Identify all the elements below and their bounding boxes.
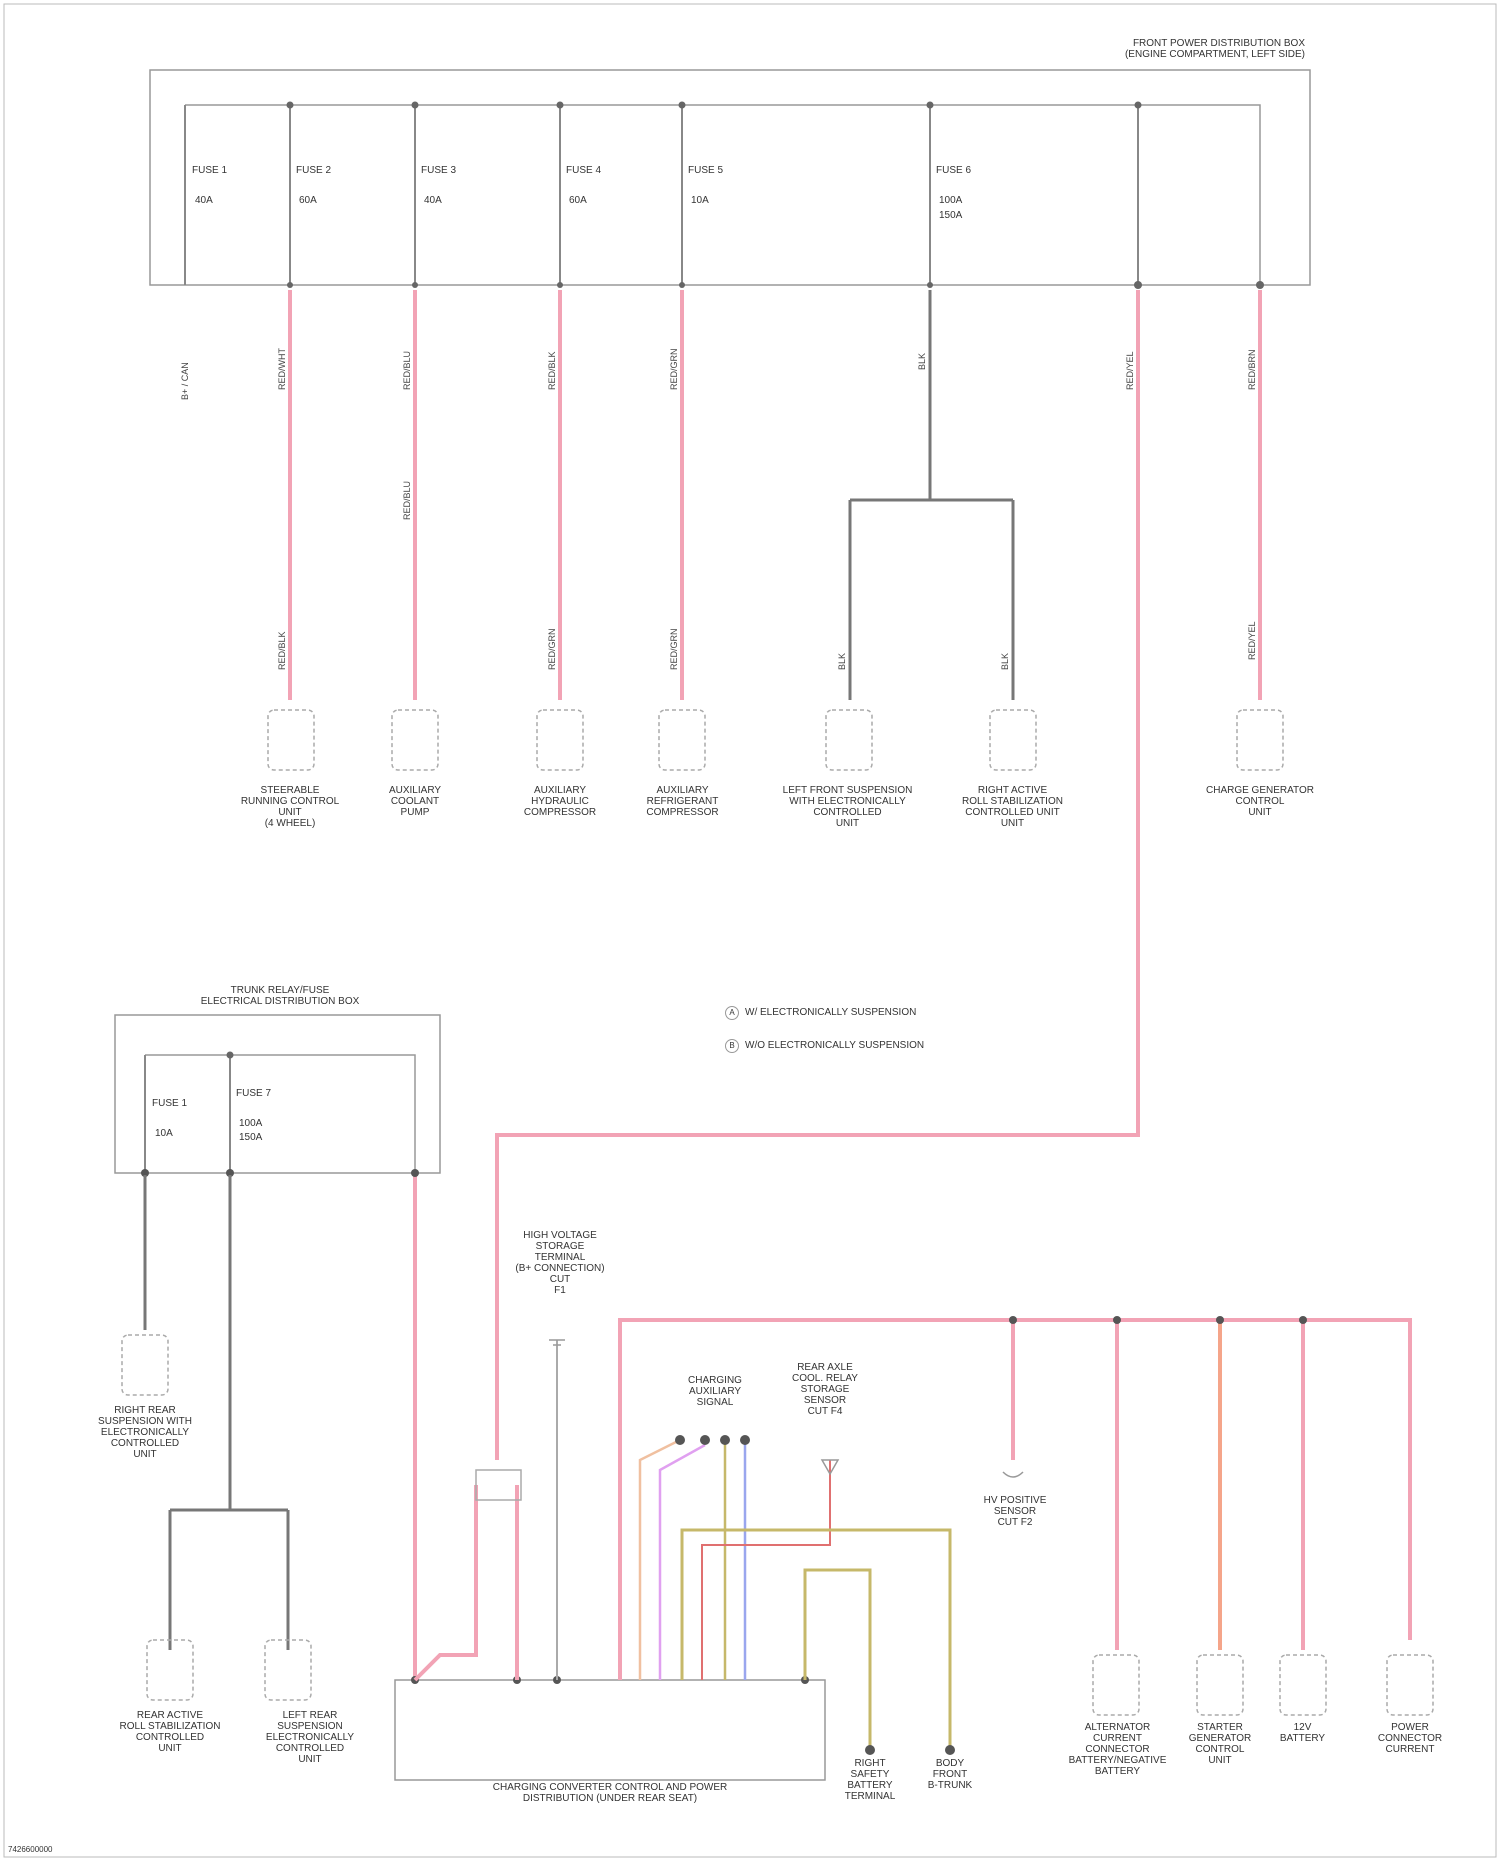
component-left-rear-suspension: LEFT REAR SUSPENSION ELECTRONICALLY CONT… [235, 1710, 385, 1765]
dcdc-module [395, 1676, 825, 1780]
front-ground-label: B+ / CAN [180, 362, 190, 400]
fuse-2-rating: 60A [299, 195, 317, 206]
fuse-6-rating-alt: 150A [939, 210, 962, 221]
page-border [4, 4, 1496, 1857]
wire-label-7: RED/BRN [1247, 349, 1257, 390]
legend-item-a: A W/ ELECTRONICALLY SUSPENSION [725, 995, 924, 1020]
label-12v-battery: 12V BATTERY [1265, 1722, 1340, 1744]
bottom-component-boxes [1093, 1655, 1433, 1715]
top-grey-wires [850, 290, 1013, 700]
fuse-4-rating: 60A [569, 195, 587, 206]
bottom-wires [415, 1320, 1410, 1750]
top-component-boxes [268, 710, 1283, 770]
label-body-front: BODY FRONT B-TRUNK [915, 1758, 985, 1791]
component-steerable-unit: STEERABLE RUNNING CONTROL UNIT (4 WHEEL) [220, 785, 360, 829]
wire-label-8: RED/BLK [277, 631, 287, 670]
component-charge-generator: CHARGE GENERATOR CONTROL UNIT [1185, 785, 1335, 818]
label-right-safety-terminal: RIGHT SAFETY BATTERY TERMINAL [835, 1758, 905, 1802]
rear-fuse-1-rating: 10A [155, 1128, 173, 1139]
wire-label-14: RED/YEL [1247, 621, 1257, 660]
legend-marker-a: A [725, 1006, 739, 1020]
wire-label-2: RED/BLU [402, 351, 412, 390]
component-aux-coolant-pump: AUXILIARY COOLANT PUMP [355, 785, 475, 818]
fuse-1-rating: 40A [195, 195, 213, 206]
rear-fuse-7-label: FUSE 7 [236, 1088, 271, 1099]
rear-fuse-1-label: FUSE 1 [152, 1098, 187, 1109]
component-right-roll-stabilization: RIGHT ACTIVE ROLL STABILIZATION CONTROLL… [925, 785, 1100, 829]
label-power-connector: POWER CONNECTOR CURRENT [1360, 1722, 1460, 1755]
legend: A W/ ELECTRONICALLY SUSPENSION B W/O ELECT… [725, 995, 924, 1053]
wire-label-6: RED/YEL [1125, 351, 1135, 390]
fuse-3-label: FUSE 3 [421, 165, 456, 176]
label-hv-positive-sensor: HV POSITIVE SENSOR CUT F2 [960, 1495, 1070, 1528]
legend-text-b: W/O ELECTRONICALLY SUSPENSION [745, 1040, 924, 1051]
wire-label-5: BLK [917, 353, 927, 370]
component-rear-roll-stabilization: REAR ACTIVE ROLL STABILIZATION CONTROLLE… [95, 1710, 245, 1754]
wire-label-13: BLK [1000, 653, 1010, 670]
wire-label-12: BLK [837, 653, 847, 670]
legend-text-a: W/ ELECTRONICALLY SUSPENSION [745, 1007, 916, 1018]
wire-label-11: RED/GRN [669, 628, 679, 670]
fuse-5-rating: 10A [691, 195, 709, 206]
wire-label-3: RED/BLK [547, 351, 557, 390]
rear-component-boxes [122, 1335, 311, 1700]
wire-label-4: RED/GRN [669, 348, 679, 390]
diagram-id: 7426600000 [8, 1844, 53, 1855]
fuse-1-label: FUSE 1 [192, 165, 227, 176]
front-box-title: FRONT POWER DISTRIBUTION BOX (ENGINE COM… [1000, 38, 1305, 60]
wire-label-10: RED/GRN [547, 628, 557, 670]
legend-item-b: B W/O ELECTRONICALLY SUSPENSION [725, 1028, 924, 1053]
component-aux-refrigerant: AUXILIARY REFRIGERANT COMPRESSOR [620, 785, 745, 818]
component-right-rear-suspension: RIGHT REAR SUSPENSION WITH ELECTRONICALL… [70, 1405, 220, 1460]
rear-distribution-box [115, 1015, 440, 1177]
component-aux-hydraulic: AUXILIARY HYDRAULIC COMPRESSOR [495, 785, 625, 818]
label-rear-axle-sensor: REAR AXLE COOL. RELAY STORAGE SENSOR CUT… [770, 1362, 880, 1417]
wire-label-9: RED/BLU [402, 481, 412, 520]
legend-marker-b: B [725, 1039, 739, 1053]
rear-fuse-7-rating: 100A [239, 1118, 262, 1129]
fuse-2-label: FUSE 2 [296, 165, 331, 176]
wire-label-1: RED/WHT [277, 348, 287, 390]
fuse-5-label: FUSE 5 [688, 165, 723, 176]
component-left-front-suspension: LEFT FRONT SUSPENSION WITH ELECTRONICALL… [755, 785, 940, 829]
front-distribution-box [150, 70, 1310, 289]
rear-box-title: TRUNK RELAY/FUSE ELECTRICAL DISTRIBUTION… [170, 985, 390, 1007]
label-alternator: ALTERNATOR CURRENT CONNECTOR BATTERY/NEG… [1055, 1722, 1180, 1777]
fuse-6-label: FUSE 6 [936, 165, 971, 176]
fuse-3-rating: 40A [424, 195, 442, 206]
top-feeder-wires [290, 290, 1260, 1680]
label-dcdc-module: CHARGING CONVERTER CONTROL AND POWER DIS… [420, 1782, 800, 1804]
label-hv-storage-terminal: HIGH VOLTAGE STORAGE TERMINAL (B+ CONNEC… [500, 1230, 620, 1296]
rear-fuse-7-rating-alt: 150A [239, 1132, 262, 1143]
label-starter-generator: STARTER GENERATOR CONTROL UNIT [1170, 1722, 1270, 1766]
fuse-6-rating: 100A [939, 195, 962, 206]
fuse-4-label: FUSE 4 [566, 165, 601, 176]
label-charging-aux-signal: CHARGING AUXILIARY SIGNAL [660, 1375, 770, 1408]
